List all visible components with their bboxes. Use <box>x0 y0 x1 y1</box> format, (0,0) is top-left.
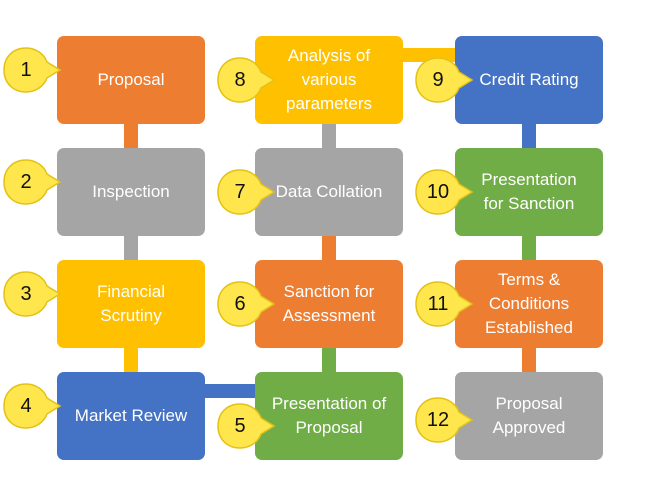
step-box-1: Proposal <box>57 36 205 124</box>
callout-shape-1 <box>3 47 62 93</box>
connector-10-11 <box>522 234 536 262</box>
callout-path-8 <box>217 57 276 103</box>
callout-shape-12 <box>415 397 474 443</box>
step-label-1: Proposal <box>97 70 165 89</box>
callout-shape-8 <box>217 57 276 103</box>
step-box-10: Presentation for Sanction <box>455 148 603 236</box>
connector-4-5 <box>203 384 257 398</box>
step-label-4: Market Review <box>74 406 188 425</box>
step-box-4: Market Review <box>57 372 205 460</box>
callout-shape-10 <box>415 169 474 215</box>
step-number-badge-1: 1 <box>2 46 62 94</box>
step-label-9: Credit Rating <box>479 70 579 89</box>
connector-2-3 <box>124 234 138 262</box>
step-box-11: Terms & Conditions Established <box>455 260 603 348</box>
callout-path-9 <box>415 57 474 103</box>
connector-6-7 <box>322 234 336 262</box>
step-label-2: Inspection <box>92 182 170 201</box>
connector-5-6 <box>322 346 336 374</box>
step-number-badge-2: 2 <box>2 158 62 206</box>
step-box-3: Financial Scrutiny <box>57 260 205 348</box>
step-box-9: Credit Rating <box>455 36 603 124</box>
callout-path-6 <box>217 281 276 327</box>
step-number-badge-7: 7 <box>216 168 276 216</box>
connector-1-2 <box>124 122 138 150</box>
callout-shape-9 <box>415 57 474 103</box>
step-box-8: Analysis of various parameters <box>255 36 403 124</box>
callout-path-2 <box>3 159 62 205</box>
callout-path-4 <box>3 383 62 429</box>
connector-7-8 <box>322 122 336 150</box>
callout-path-10 <box>415 169 474 215</box>
step-number-badge-6: 6 <box>216 280 276 328</box>
step-box-2: Inspection <box>57 148 205 236</box>
step-label-8: Analysis of various parameters <box>286 46 372 113</box>
step-box-12: Proposal Approved <box>455 372 603 460</box>
callout-path-11 <box>415 281 474 327</box>
step-box-5: Presentation of Proposal <box>255 372 403 460</box>
step-box-6: Sanction for Assessment <box>255 260 403 348</box>
step-label-7: Data Collation <box>275 182 383 201</box>
callout-shape-6 <box>217 281 276 327</box>
callout-shape-11 <box>415 281 474 327</box>
callout-path-12 <box>415 397 474 443</box>
step-label-12: Proposal Approved <box>492 394 566 437</box>
callout-shape-2 <box>3 159 62 205</box>
step-label-11: Terms & Conditions Established <box>485 270 573 337</box>
step-label-10: Presentation for Sanction <box>481 170 577 213</box>
callout-path-3 <box>3 271 62 317</box>
callout-shape-7 <box>217 169 276 215</box>
callout-path-7 <box>217 169 276 215</box>
step-number-badge-4: 4 <box>2 382 62 430</box>
step-box-7: Data Collation <box>255 148 403 236</box>
step-label-3: Financial Scrutiny <box>96 282 166 325</box>
step-number-badge-5: 5 <box>216 402 276 450</box>
step-label-5: Presentation of Proposal <box>271 394 387 437</box>
step-number-badge-11: 11 <box>414 280 474 328</box>
step-number-badge-3: 3 <box>2 270 62 318</box>
step-label-6: Sanction for Assessment <box>282 282 376 325</box>
callout-shape-3 <box>3 271 62 317</box>
callout-path-1 <box>3 47 62 93</box>
callout-path-5 <box>217 403 276 449</box>
callout-shape-4 <box>3 383 62 429</box>
connector-11-12 <box>522 346 536 374</box>
step-number-badge-12: 12 <box>414 396 474 444</box>
connector-9-10 <box>522 122 536 150</box>
callout-shape-5 <box>217 403 276 449</box>
step-number-badge-8: 8 <box>216 56 276 104</box>
step-number-badge-10: 10 <box>414 168 474 216</box>
connector-3-4 <box>124 346 138 374</box>
step-number-badge-9: 9 <box>414 56 474 104</box>
